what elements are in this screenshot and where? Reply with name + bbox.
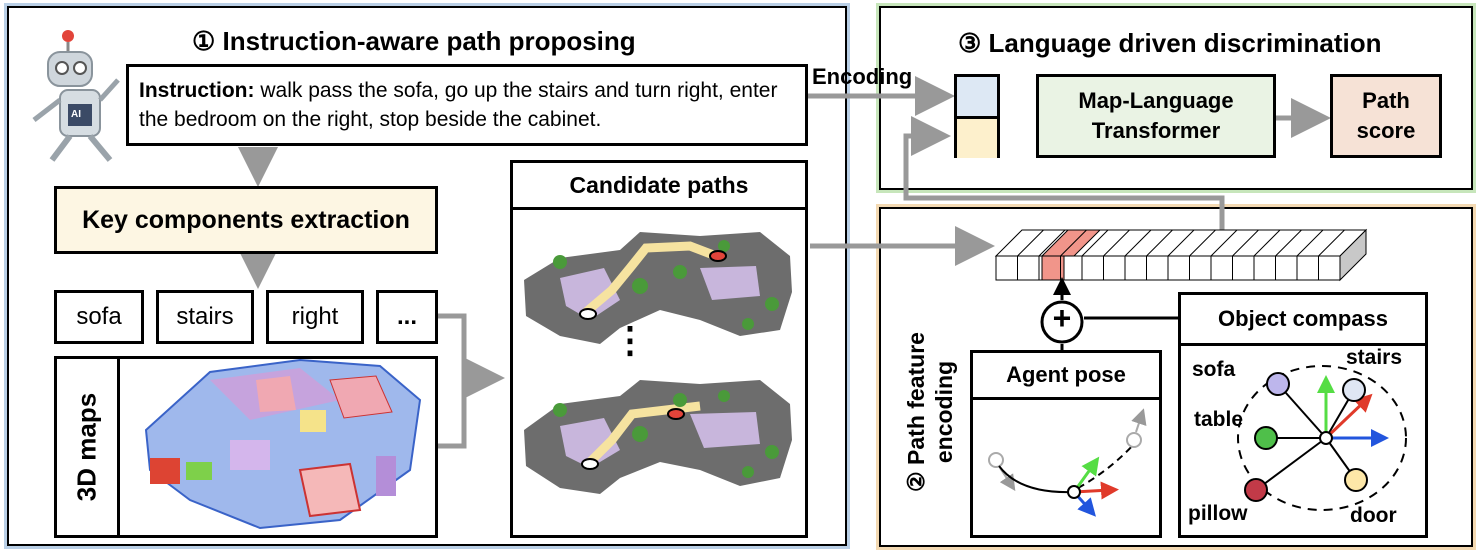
sum-node (1040, 300, 1084, 344)
component-more: ... (376, 290, 438, 344)
3d-maps-label: 3D maps (71, 392, 102, 502)
agent-pose-title: Agent pose (970, 350, 1162, 400)
robot-icon (32, 30, 120, 162)
object-compass-drawing (1237, 365, 1407, 511)
pillow-node (1244, 478, 1268, 502)
compass-label-table: table (1194, 408, 1244, 431)
vertical-ellipsis: ⋮ (612, 319, 648, 360)
panel-feature-encoding-border (879, 207, 1473, 547)
door-node (1344, 468, 1368, 492)
candidate-path-map-top (524, 232, 792, 344)
section3-title: ③ Language driven discrimination (958, 28, 1382, 58)
encoding-label: Encoding (812, 64, 913, 89)
compass-label-door: door (1350, 504, 1397, 527)
instruction-label: Instruction: (139, 79, 255, 102)
compass-label-pillow: pillow (1188, 502, 1248, 525)
key-extraction-box: Key components extraction (54, 186, 438, 254)
candidate-paths-box (510, 160, 808, 538)
3d-maps-label-cell (54, 356, 120, 538)
panel-path-proposing-border (7, 6, 847, 546)
path-feature-token-bar (994, 228, 1368, 282)
token-map (957, 119, 997, 158)
path-score-box: Path score (1330, 74, 1442, 158)
compass-label-sofa: sofa (1192, 358, 1236, 381)
component-stairs: stairs (156, 290, 254, 344)
section2-title-line1: ② Path feature (903, 332, 929, 492)
agent-pose-drawing (988, 408, 1147, 517)
candidate-paths-title: Candidate paths (510, 160, 808, 210)
component-sofa: sofa (54, 290, 144, 344)
token-language (957, 77, 997, 119)
map-language-transformer: Map-Language Transformer (1036, 74, 1276, 158)
stairs-node (1342, 378, 1366, 402)
encoded-token-pair (954, 74, 1000, 158)
component-right: right (266, 290, 364, 344)
panel-feature-encoding (876, 204, 1476, 550)
robot-chip-label: AI (71, 109, 81, 120)
section1-title: ① Instruction-aware path proposing (192, 26, 636, 56)
compass-label-stairs: stairs (1346, 346, 1403, 369)
plus-symbol: + (1052, 300, 1072, 336)
object-compass-title: Object compass (1178, 292, 1428, 346)
instruction-box: Instruction: walk pass the sofa, go up t… (126, 64, 808, 146)
section2-title-line2: encoding (931, 360, 957, 464)
candidate-path-map-bottom (524, 380, 792, 494)
sofa-node (1266, 372, 1290, 396)
section2-title: ② Path feature encoding (902, 332, 958, 492)
3d-map-image (144, 358, 422, 530)
table-node (1254, 426, 1278, 450)
instruction-text: walk pass the sofa, go up the stairs and… (139, 79, 778, 131)
